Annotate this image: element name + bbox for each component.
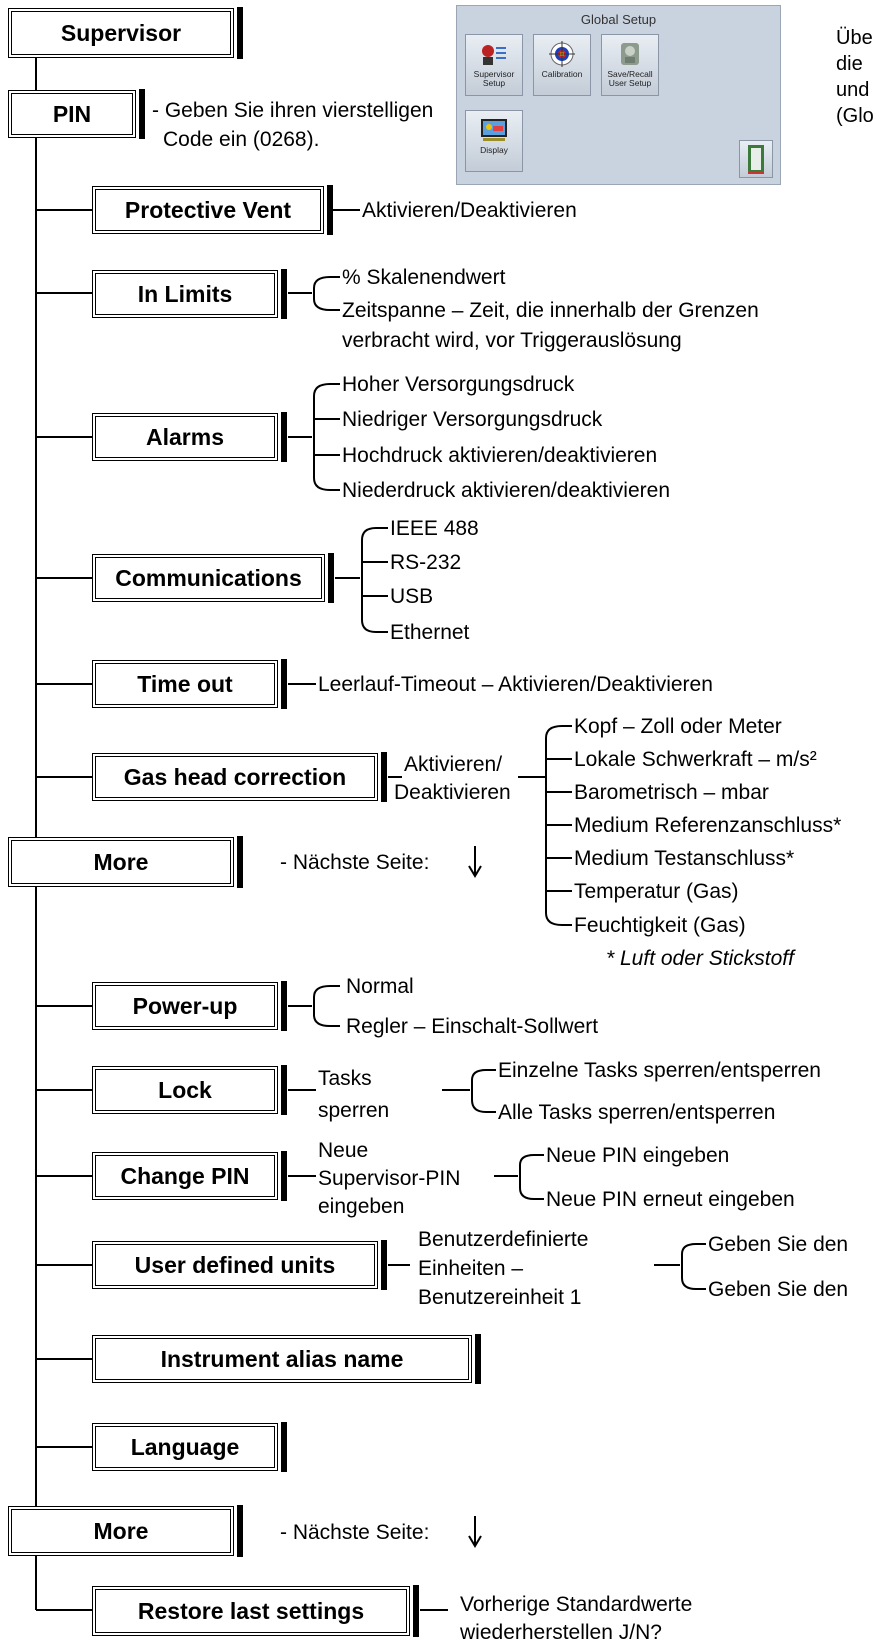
cpin-mid-line3: eingeben — [318, 1195, 405, 1218]
power-option-2: Regler – Einschalt-Sollwert — [346, 1015, 599, 1038]
language-node: Language — [92, 1422, 287, 1472]
arrow-down-icon — [468, 846, 482, 878]
lock-mid-line2: sperren — [318, 1099, 390, 1122]
alarm-option-4: Niederdruck aktivieren/deaktivieren — [342, 479, 670, 502]
cpin-option-2: Neue PIN erneut eingeben — [546, 1188, 795, 1211]
more-node-2: More — [8, 1505, 243, 1557]
calibration-tile[interactable]: Calibration — [533, 34, 591, 96]
lock-option-1: Einzelne Tasks sperren/entsperren — [498, 1059, 821, 1082]
instrument-alias-name-node: Instrument alias name — [92, 1334, 481, 1384]
side-note-line2: die — [836, 53, 863, 75]
target-icon — [549, 41, 575, 67]
display-icon — [481, 119, 507, 141]
lock-mid-line1: Tasks — [318, 1067, 372, 1090]
supervisor-icon — [482, 45, 506, 65]
restore-desc-line2: wiederherstellen J/N? — [460, 1621, 662, 1644]
gas-option-3: Barometrisch – mbar — [574, 781, 769, 804]
user-defined-units-node: User defined units — [92, 1240, 387, 1290]
alarms-node: Alarms — [92, 412, 287, 462]
pin-node: PIN — [8, 89, 145, 139]
protective-vent-node: Protective Vent — [92, 185, 333, 235]
gas-footnote: * Luft oder Stickstoff — [606, 947, 794, 970]
vent-option: Aktivieren/Deaktivieren — [362, 199, 577, 222]
tile-label: Save/Recall User Setup — [607, 69, 653, 88]
cpin-option-1: Neue PIN eingeben — [546, 1144, 730, 1167]
pin-desc-line2: Code ein (0268). — [163, 128, 320, 151]
alarm-option-3: Hochdruck aktivieren/deaktivieren — [342, 444, 658, 467]
gas-option-4: Medium Referenzanschluss* — [574, 814, 842, 837]
gas-option-6: Temperatur (Gas) — [574, 880, 739, 903]
lock-option-2: Alle Tasks sperren/entsperren — [498, 1101, 776, 1124]
uu-mid-line3: Benutzereinheit 1 — [418, 1286, 582, 1309]
gas-option-2: Lokale Schwerkraft – m/s² — [574, 748, 817, 771]
tile-label: Display — [480, 145, 508, 155]
display-tile[interactable]: Display — [465, 110, 523, 172]
cpin-mid-line2: Supervisor-PIN — [318, 1167, 461, 1190]
uu-mid-line2: Einheiten – — [418, 1257, 524, 1280]
time-out-node: Time out — [92, 659, 287, 709]
alarm-option-1: Hoher Versorgungsdruck — [342, 373, 575, 396]
alarm-option-2: Niedriger Versorgungsdruck — [342, 408, 603, 431]
restore-desc-line1: Vorherige Standardwerte — [460, 1593, 693, 1616]
uu-option-2: Geben Sie den — [708, 1278, 849, 1301]
exit-door-icon — [748, 145, 764, 174]
cpin-mid-line1: Neue — [318, 1139, 369, 1162]
in-limits-node: In Limits — [92, 269, 287, 319]
exit-button[interactable] — [739, 140, 773, 178]
power-up-node: Power-up — [92, 981, 287, 1031]
uu-mid-line1: Benutzerdefinierte — [418, 1228, 589, 1251]
supervisor-node: Supervisor — [8, 7, 243, 59]
save-recall-icon — [621, 43, 639, 65]
more1-desc: - Nächste Seite: — [280, 851, 430, 874]
panel-title: Global Setup — [580, 12, 657, 27]
inlimits-option-2b: verbracht wird, vor Triggerauslösung — [342, 329, 682, 352]
arrow-down-icon — [468, 1516, 482, 1548]
comm-option-3: USB — [390, 585, 434, 608]
comm-option-2: RS-232 — [390, 551, 462, 574]
side-note-line1: Übe — [836, 27, 873, 49]
gas-option-5: Medium Testanschluss* — [574, 847, 795, 870]
tile-label: Supervisor Setup — [473, 69, 515, 88]
restore-last-settings-node: Restore last settings — [92, 1585, 419, 1637]
global-setup-panel: Global Setup Supervisor Setup Calibratio… — [456, 5, 781, 185]
save-recall-tile[interactable]: Save/Recall User Setup — [601, 34, 659, 96]
uu-option-1: Geben Sie den — [708, 1233, 849, 1256]
side-note-line3: und — [836, 79, 870, 101]
gas-mid-line1: Aktivieren/ — [404, 753, 503, 776]
supervisor-setup-tile[interactable]: Supervisor Setup — [465, 34, 523, 96]
change-pin-node: Change PIN — [92, 1151, 287, 1201]
timeout-option: Leerlauf-Timeout – Aktivieren/Deaktivier… — [318, 673, 713, 696]
gas-option-7: Feuchtigkeit (Gas) — [574, 914, 746, 937]
gas-head-correction-node: Gas head correction — [92, 752, 387, 802]
comm-option-4: Ethernet — [390, 621, 470, 644]
lock-node: Lock — [92, 1065, 287, 1115]
communications-node: Communications — [92, 553, 334, 603]
more-node-1: More — [8, 836, 243, 888]
gas-option-1: Kopf – Zoll oder Meter — [574, 715, 782, 738]
more2-desc: - Nächste Seite: — [280, 1521, 430, 1544]
gas-mid-line2: Deaktivieren — [394, 781, 511, 804]
inlimits-option-1: % Skalenendwert — [342, 266, 506, 289]
inlimits-option-2a: Zeitspanne – Zeit, die innerhalb der Gre… — [342, 299, 759, 322]
comm-option-1: IEEE 488 — [390, 517, 479, 540]
tile-label: Calibration — [541, 69, 583, 79]
power-option-1: Normal — [346, 975, 414, 998]
side-note-line4: (Glo — [836, 105, 874, 127]
pin-desc-line1: - Geben Sie ihren vierstelligen — [152, 99, 434, 122]
